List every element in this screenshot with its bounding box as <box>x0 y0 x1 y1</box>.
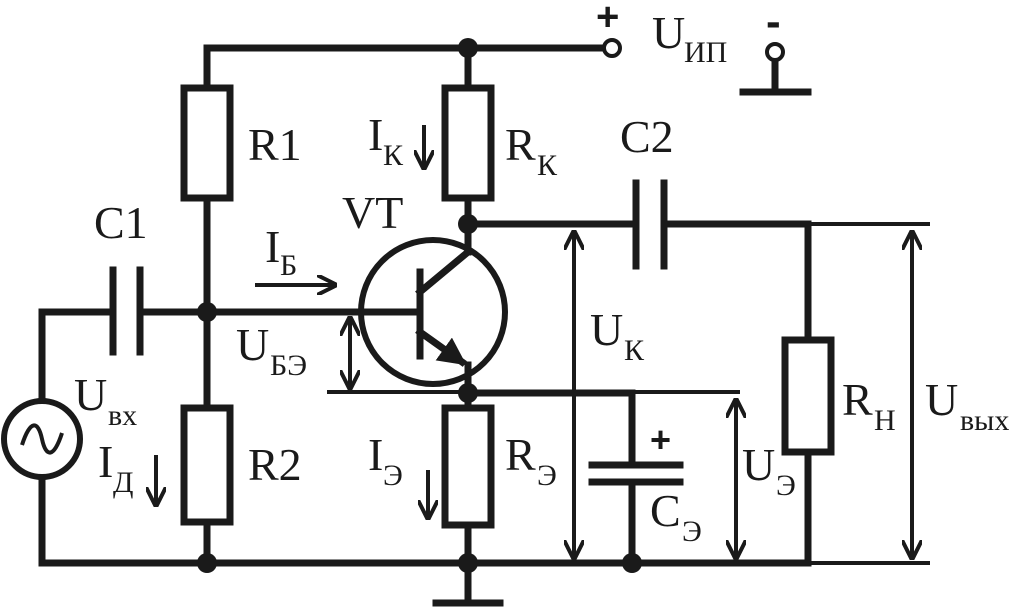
svg-text:вх: вх <box>108 399 137 432</box>
ce-plus-sign: + <box>650 419 671 460</box>
svg-text:C: C <box>650 485 681 536</box>
svg-text:I: I <box>368 429 383 480</box>
svg-text:Д: Д <box>113 466 133 499</box>
label-ie: I Э <box>368 429 403 492</box>
svg-text:БЭ: БЭ <box>270 349 307 382</box>
svg-text:Н: Н <box>874 404 896 437</box>
svg-text:U: U <box>925 374 958 425</box>
label-ib: I Б <box>265 221 297 282</box>
label-uin: U вх <box>74 369 137 432</box>
label-ce: C Э <box>650 485 702 548</box>
label-c1: C1 <box>94 197 148 248</box>
resistor-rk <box>441 84 495 202</box>
label-ik: I К <box>368 109 404 172</box>
label-re: R Э <box>505 429 557 492</box>
svg-text:U: U <box>74 369 107 420</box>
label-rk: R К <box>505 119 558 182</box>
capacitor-c2 <box>632 179 668 270</box>
supply-plus-sign: + <box>596 0 619 39</box>
capacitor-ce <box>588 461 684 486</box>
svg-text:К: К <box>383 139 404 172</box>
arrows <box>156 125 912 558</box>
supply-minus-sign: - <box>766 0 781 46</box>
label-c2: C2 <box>620 111 674 162</box>
label-vt: VT <box>342 187 403 238</box>
label-ue: U Э <box>742 439 796 502</box>
svg-text:Э: Э <box>383 459 403 492</box>
svg-text:R: R <box>505 119 536 170</box>
svg-text:ИП: ИП <box>684 36 727 69</box>
resistor-rh <box>781 336 835 456</box>
label-id: I Д <box>98 436 133 499</box>
label-supply: U ИП <box>652 7 727 69</box>
label-ube: U БЭ <box>236 319 307 382</box>
ac-source <box>1 398 83 480</box>
svg-text:Э: Э <box>682 515 702 548</box>
svg-text:I: I <box>98 436 113 487</box>
svg-text:R: R <box>842 374 873 425</box>
svg-text:Э: Э <box>776 469 796 502</box>
svg-text:U: U <box>236 319 269 370</box>
label-uk: U К <box>590 304 645 367</box>
svg-text:К: К <box>624 334 645 367</box>
svg-text:К: К <box>537 149 558 182</box>
supply-negative-terminal <box>765 42 785 62</box>
resistor-re <box>441 404 495 529</box>
output-terminals <box>327 222 930 565</box>
transistor-vt <box>358 237 508 387</box>
capacitor-c1 <box>109 266 144 356</box>
svg-text:U: U <box>652 7 685 58</box>
svg-text:I: I <box>265 221 280 272</box>
supply-positive-terminal <box>602 38 622 58</box>
svg-text:вых: вых <box>960 404 1009 437</box>
label-r2: R2 <box>248 439 302 490</box>
svg-text:U: U <box>742 439 775 490</box>
svg-text:Э: Э <box>537 459 557 492</box>
svg-text:R: R <box>505 429 536 480</box>
resistor-r2 <box>180 404 234 526</box>
label-uout: U вых <box>925 374 1009 437</box>
sine-wave-icon <box>20 423 64 455</box>
resistor-r1 <box>180 84 234 202</box>
svg-text:Б: Б <box>280 249 297 282</box>
label-r1: R1 <box>248 119 302 170</box>
svg-text:U: U <box>590 304 623 355</box>
svg-text:I: I <box>368 109 383 160</box>
label-rn: R Н <box>842 374 896 437</box>
